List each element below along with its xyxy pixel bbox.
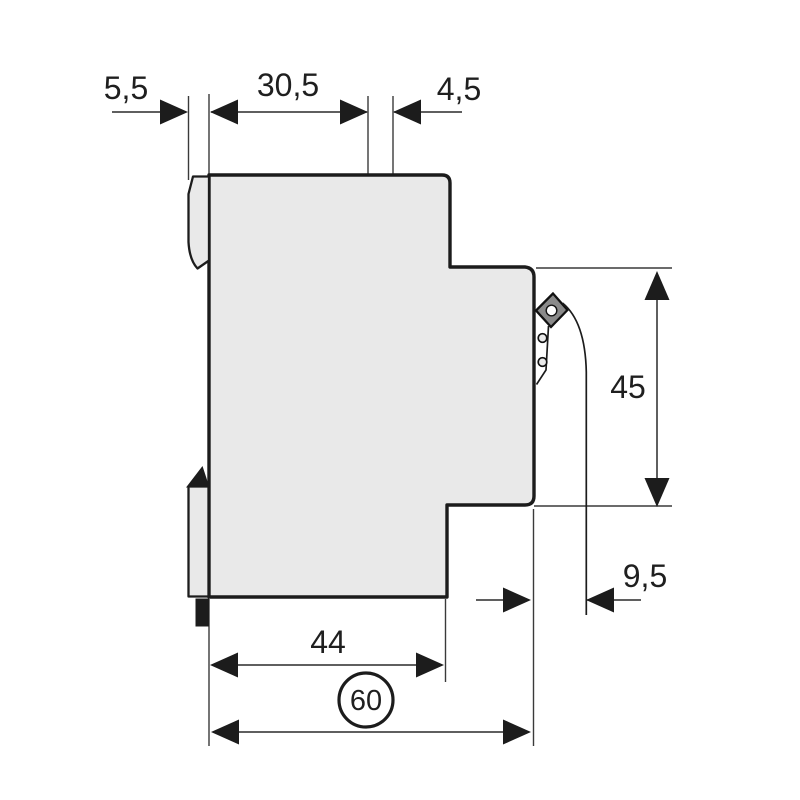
arrowhead-left-icon	[586, 587, 614, 613]
terminal-screw-hole-icon	[545, 304, 558, 317]
arrowhead-up-icon	[644, 271, 670, 300]
dim-toggle-recess: 4,5	[393, 71, 481, 125]
terminal-rivet-upper-icon	[537, 332, 548, 344]
dim-rail-flange: 5,5	[104, 70, 188, 125]
arrowhead-right-icon	[503, 719, 531, 745]
dim-wire-offset: 9,5	[476, 558, 667, 613]
terminal-rivet-lower-icon	[537, 356, 548, 368]
dim-label-60: 60	[350, 685, 382, 717]
dim-circle-60	[337, 671, 395, 729]
dim-label-4-5: 4,5	[437, 71, 481, 107]
dim-front-depth: 30,5	[210, 67, 368, 125]
arrowhead-left-icon	[211, 719, 239, 745]
dim-label-5-5: 5,5	[104, 70, 148, 106]
terminal-detail	[534, 291, 588, 615]
dim-base-depth: 44	[210, 624, 444, 678]
terminal-bracket-line	[535, 325, 550, 385]
dim-terminal-height: 45	[610, 271, 670, 507]
breaker-body-outline	[207, 173, 536, 599]
lower-rail-tab	[187, 485, 210, 598]
din-rail-latch-icon	[186, 466, 210, 488]
arrowhead-right-icon	[160, 99, 188, 125]
dim-overall-depth: 60	[211, 671, 531, 745]
arrowhead-right-icon	[503, 587, 531, 613]
dim-label-45: 45	[610, 369, 646, 405]
clip-foot-icon	[195, 598, 209, 627]
arrowhead-left-icon	[210, 652, 238, 678]
arrowhead-down-icon	[644, 478, 670, 507]
arrowhead-right-icon	[416, 652, 444, 678]
extension-lines	[187, 94, 672, 746]
dim-label-44: 44	[310, 624, 346, 660]
dim-label-9-5: 9,5	[623, 558, 667, 594]
arrowhead-left-icon	[393, 99, 421, 125]
arrowhead-left-icon	[210, 99, 238, 125]
dim-label-30-5: 30,5	[257, 67, 319, 103]
upper-rail-tab	[187, 175, 211, 270]
wire-bend-arc	[561, 302, 588, 615]
arrowhead-right-icon	[340, 99, 368, 125]
